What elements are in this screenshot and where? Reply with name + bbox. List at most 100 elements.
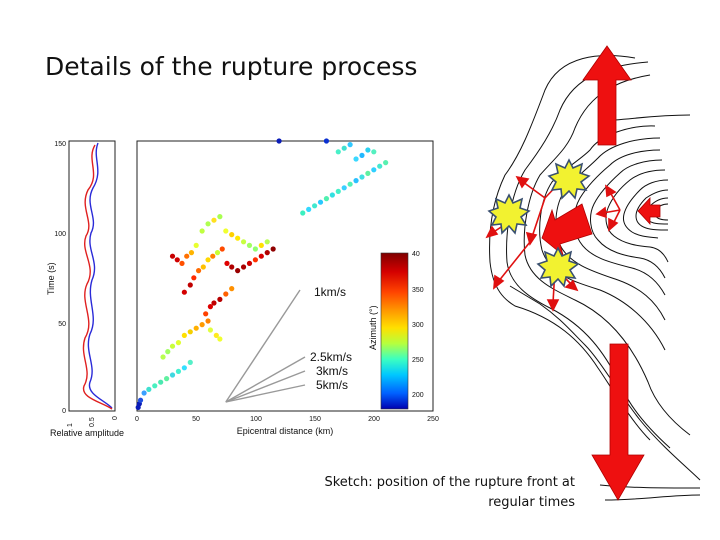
data-point <box>175 340 182 346</box>
data-point <box>217 214 223 220</box>
caption-line-2: regular times <box>488 495 575 510</box>
time-ylabel: Time (s) <box>46 262 56 295</box>
colorbar-label: Azimuth (°) <box>368 305 378 350</box>
data-point <box>181 289 187 295</box>
caption-line-1: Sketch: position of the rupture front at <box>324 475 575 490</box>
data-point <box>187 329 193 335</box>
data-point <box>179 260 185 266</box>
sketch-caption: Sketch: position of the rupture front at… <box>300 473 575 513</box>
data-point <box>335 188 341 194</box>
star-lower <box>536 246 580 288</box>
data-point <box>191 275 197 281</box>
data-point <box>329 192 335 198</box>
amp-ytick-100: 100 <box>54 231 66 238</box>
data-point <box>199 322 205 328</box>
data-point <box>164 376 170 382</box>
data-point <box>252 257 258 263</box>
data-point <box>181 365 187 371</box>
xtick-250: 250 <box>427 416 439 423</box>
arrow-up-large <box>582 45 632 146</box>
data-point <box>205 221 211 227</box>
data-point <box>203 311 209 317</box>
data-point <box>235 235 241 241</box>
velocity-line <box>225 384 306 403</box>
amp-xtick-1: 1 <box>67 423 74 427</box>
amp-xtick-0: 0 <box>112 416 119 420</box>
data-point <box>210 253 216 259</box>
amp-ytick-150: 150 <box>54 141 66 148</box>
data-point <box>359 174 365 180</box>
scatter-panel: 0 50 100 150 200 250 Epicentral distance… <box>135 138 439 436</box>
xtick-150: 150 <box>309 416 321 423</box>
cbar-tick-300: 300 <box>412 322 424 329</box>
data-point <box>200 264 206 270</box>
data-point <box>223 291 229 297</box>
amp-ytick-50: 50 <box>58 321 66 328</box>
data-point <box>235 268 241 274</box>
data-point <box>205 318 211 324</box>
velocity-label-1: 1km/s <box>314 285 346 299</box>
amp-xlabel: Relative amplitude <box>50 428 124 438</box>
star-left <box>487 193 531 235</box>
data-point <box>174 257 180 263</box>
data-point <box>188 250 195 256</box>
data-point <box>341 185 347 191</box>
data-point <box>205 257 211 263</box>
data-point <box>323 196 330 202</box>
data-point <box>160 354 166 360</box>
data-point <box>359 152 365 158</box>
data-point <box>214 250 221 256</box>
data-point <box>158 379 164 385</box>
data-point <box>276 138 282 144</box>
cbar-tick-40: 40 <box>412 251 420 258</box>
data-point <box>306 206 312 212</box>
data-point <box>175 368 182 374</box>
data-point <box>219 246 225 252</box>
velocity-line <box>225 370 306 403</box>
data-point <box>347 181 353 187</box>
data-point <box>211 300 217 306</box>
data-point <box>264 239 270 245</box>
velocity-line <box>225 356 306 403</box>
data-point <box>169 253 176 259</box>
data-point <box>300 210 306 216</box>
data-point <box>229 286 235 292</box>
velocity-label-25: 2.5km/s <box>310 350 352 364</box>
star-upper <box>547 158 591 200</box>
amplitude-panel: 150 100 50 0 1 0.5 0 Relative amplitude … <box>46 140 124 438</box>
data-point <box>229 232 235 238</box>
data-point <box>213 332 219 338</box>
amp-ytick-0: 0 <box>62 408 66 415</box>
data-point <box>195 268 202 274</box>
data-point <box>252 246 258 252</box>
data-point <box>323 138 330 144</box>
data-point <box>270 246 276 252</box>
data-point <box>383 160 389 166</box>
velocity-label-5: 5km/s <box>316 378 348 392</box>
data-point <box>193 242 199 248</box>
data-point <box>207 304 214 310</box>
data-point <box>207 327 214 333</box>
xtick-0: 0 <box>135 416 139 423</box>
data-point <box>365 147 371 153</box>
data-point <box>347 142 353 148</box>
data-point <box>353 156 359 162</box>
cbar-tick-200: 200 <box>412 392 424 399</box>
data-point <box>152 383 158 389</box>
velocity-label-3: 3km/s <box>316 364 348 378</box>
slip-arrows <box>541 45 661 501</box>
data-point <box>341 145 347 151</box>
rupture-stars <box>487 158 591 288</box>
data-point <box>217 336 223 342</box>
data-point <box>246 260 253 266</box>
data-point <box>365 170 371 176</box>
data-points <box>135 138 389 410</box>
xtick-50: 50 <box>192 416 200 423</box>
amp-xtick-05: 0.5 <box>89 417 96 427</box>
data-point <box>258 253 264 259</box>
velocity-line <box>225 289 301 403</box>
data-point <box>264 250 270 256</box>
rupture-sketch <box>489 55 701 501</box>
arrow-right-small <box>637 196 661 226</box>
